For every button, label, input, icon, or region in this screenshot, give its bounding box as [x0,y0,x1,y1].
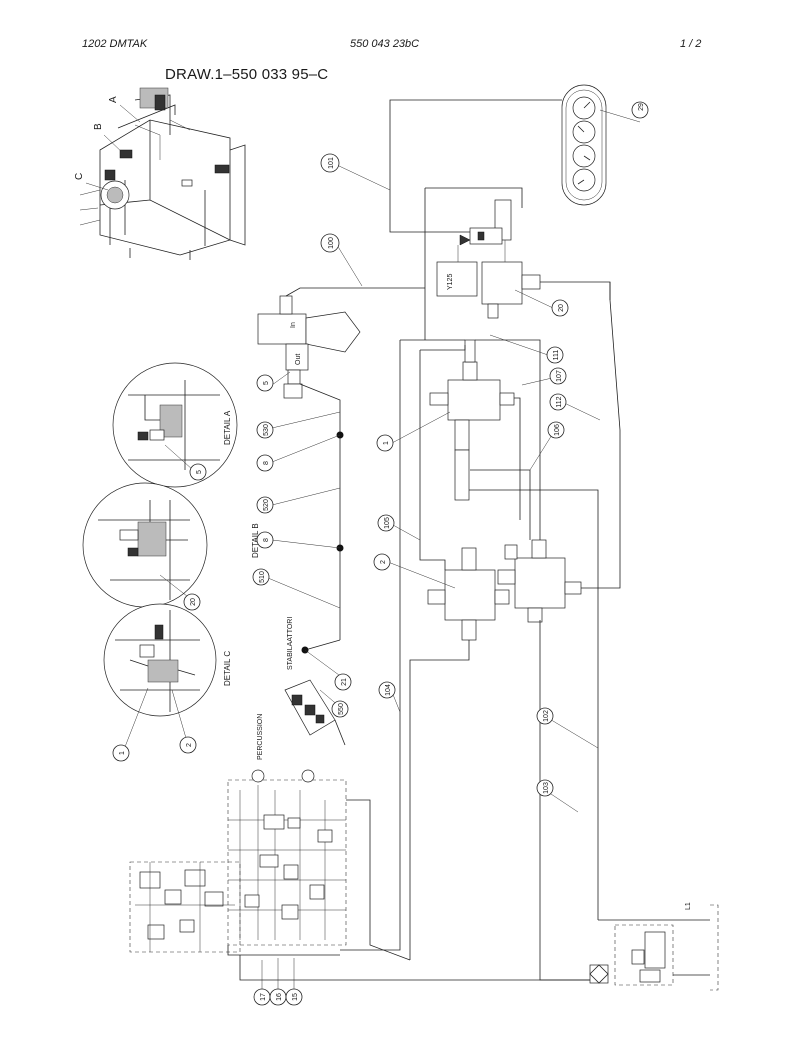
percussion-label: PERCUSSION [257,714,264,760]
callout-detail-1: 1 [112,744,130,762]
svg-text:104: 104 [385,684,392,696]
valve-block-upper [429,339,515,501]
l1-label: L1 [685,902,692,910]
callout-530: 530 [256,421,274,439]
detail-c: DETAIL C [103,603,232,717]
svg-text:106: 106 [554,424,561,436]
svg-text:20: 20 [190,598,197,606]
svg-text:21: 21 [341,678,348,686]
svg-text:17: 17 [260,993,267,1001]
svg-text:1: 1 [119,751,126,755]
detail-b-label: DETAIL B [251,523,260,558]
svg-text:16: 16 [276,993,283,1001]
svg-text:102: 102 [543,710,550,722]
callout-2: 2 [373,553,391,571]
svg-text:111: 111 [553,350,560,361]
leader-lines [122,109,641,813]
detail-a-label: DETAIL A [223,410,232,445]
detail-a: DETAIL A [112,362,238,488]
callout-100: 100 [320,233,340,253]
svg-text:20: 20 [558,304,565,312]
stabilizer-valve-group [284,679,346,746]
callout-103: 103 [536,779,554,797]
callouts: 29 101 100 20 111 107 112 106 5 530 8 52… [112,101,649,1006]
callout-20: 20 [551,299,569,317]
view-letter-b: B [93,123,104,130]
pilot-valve: In Out [257,295,361,399]
callout-550: 550 [331,700,349,718]
svg-text:107: 107 [556,370,563,382]
svg-text:8: 8 [263,538,270,542]
callout-5: 5 [256,374,274,392]
svg-text:15: 15 [292,993,299,1001]
callout-520: 520 [256,496,274,514]
drawing-title: DRAW.1–550 033 95–C [165,66,329,83]
svg-text:5: 5 [196,470,203,474]
header-page-number: 1 / 2 [680,38,702,50]
callout-8a: 8 [256,454,274,472]
detail-c-label: DETAIL C [223,651,232,686]
callout-1: 1 [376,434,394,452]
callout-29: 29 [631,101,649,119]
callout-17: 17 [253,988,271,1006]
svg-text:103: 103 [543,782,550,794]
callout-detail-2: 2 [179,736,197,754]
callout-102: 102 [536,707,554,725]
hose-101 [389,99,562,233]
callout-detail-5: 5 [189,463,207,481]
machine-overview: A B C [74,87,246,260]
solenoid-label: Y125 [447,274,454,290]
callout-101: 101 [320,153,340,173]
stabilizers-label: STABILAATTORI [287,617,294,670]
view-letter-c: C [74,173,85,180]
svg-text:5: 5 [263,381,270,385]
header-drawing-number: 550 043 23bC [350,38,420,50]
detail-b: DETAIL B [82,482,260,608]
header-left: 1202 DMTAK [82,38,148,50]
callout-105: 105 [377,514,395,532]
callout-16: 16 [269,988,287,1006]
callout-106: 106 [547,421,565,439]
tank-module: L1 [589,902,719,991]
valve-out-label: Out [295,354,302,365]
gauge-panel [561,84,607,206]
svg-text:112: 112 [556,396,563,407]
callout-104: 104 [378,681,396,699]
svg-text:2: 2 [186,743,193,747]
svg-text:8: 8 [263,461,270,465]
svg-text:520: 520 [263,499,270,511]
valve-block-lower-right [497,539,582,623]
svg-text:101: 101 [328,157,335,169]
callout-15: 15 [285,988,303,1006]
svg-text:1: 1 [383,441,390,445]
svg-text:105: 105 [384,517,391,529]
valve-assembly-top: Y125 [436,199,611,319]
callout-detail-20: 20 [183,593,201,611]
svg-text:2: 2 [380,560,387,564]
callout-112: 112 [549,393,567,411]
svg-text:29: 29 [638,103,645,111]
valve-block-lower-left [427,547,510,641]
svg-text:100: 100 [328,237,335,249]
svg-text:510: 510 [259,571,266,583]
callout-111: 111 [546,346,564,364]
callout-510: 510 [252,568,270,586]
view-letter-a: A [108,96,119,103]
callout-21: 21 [334,673,352,691]
svg-text:530: 530 [263,424,270,436]
callout-8b: 8 [256,531,274,549]
callout-107: 107 [549,367,567,385]
hydraulic-schematic [129,769,347,956]
svg-text:550: 550 [338,703,345,715]
valve-in-label: In [290,322,297,328]
